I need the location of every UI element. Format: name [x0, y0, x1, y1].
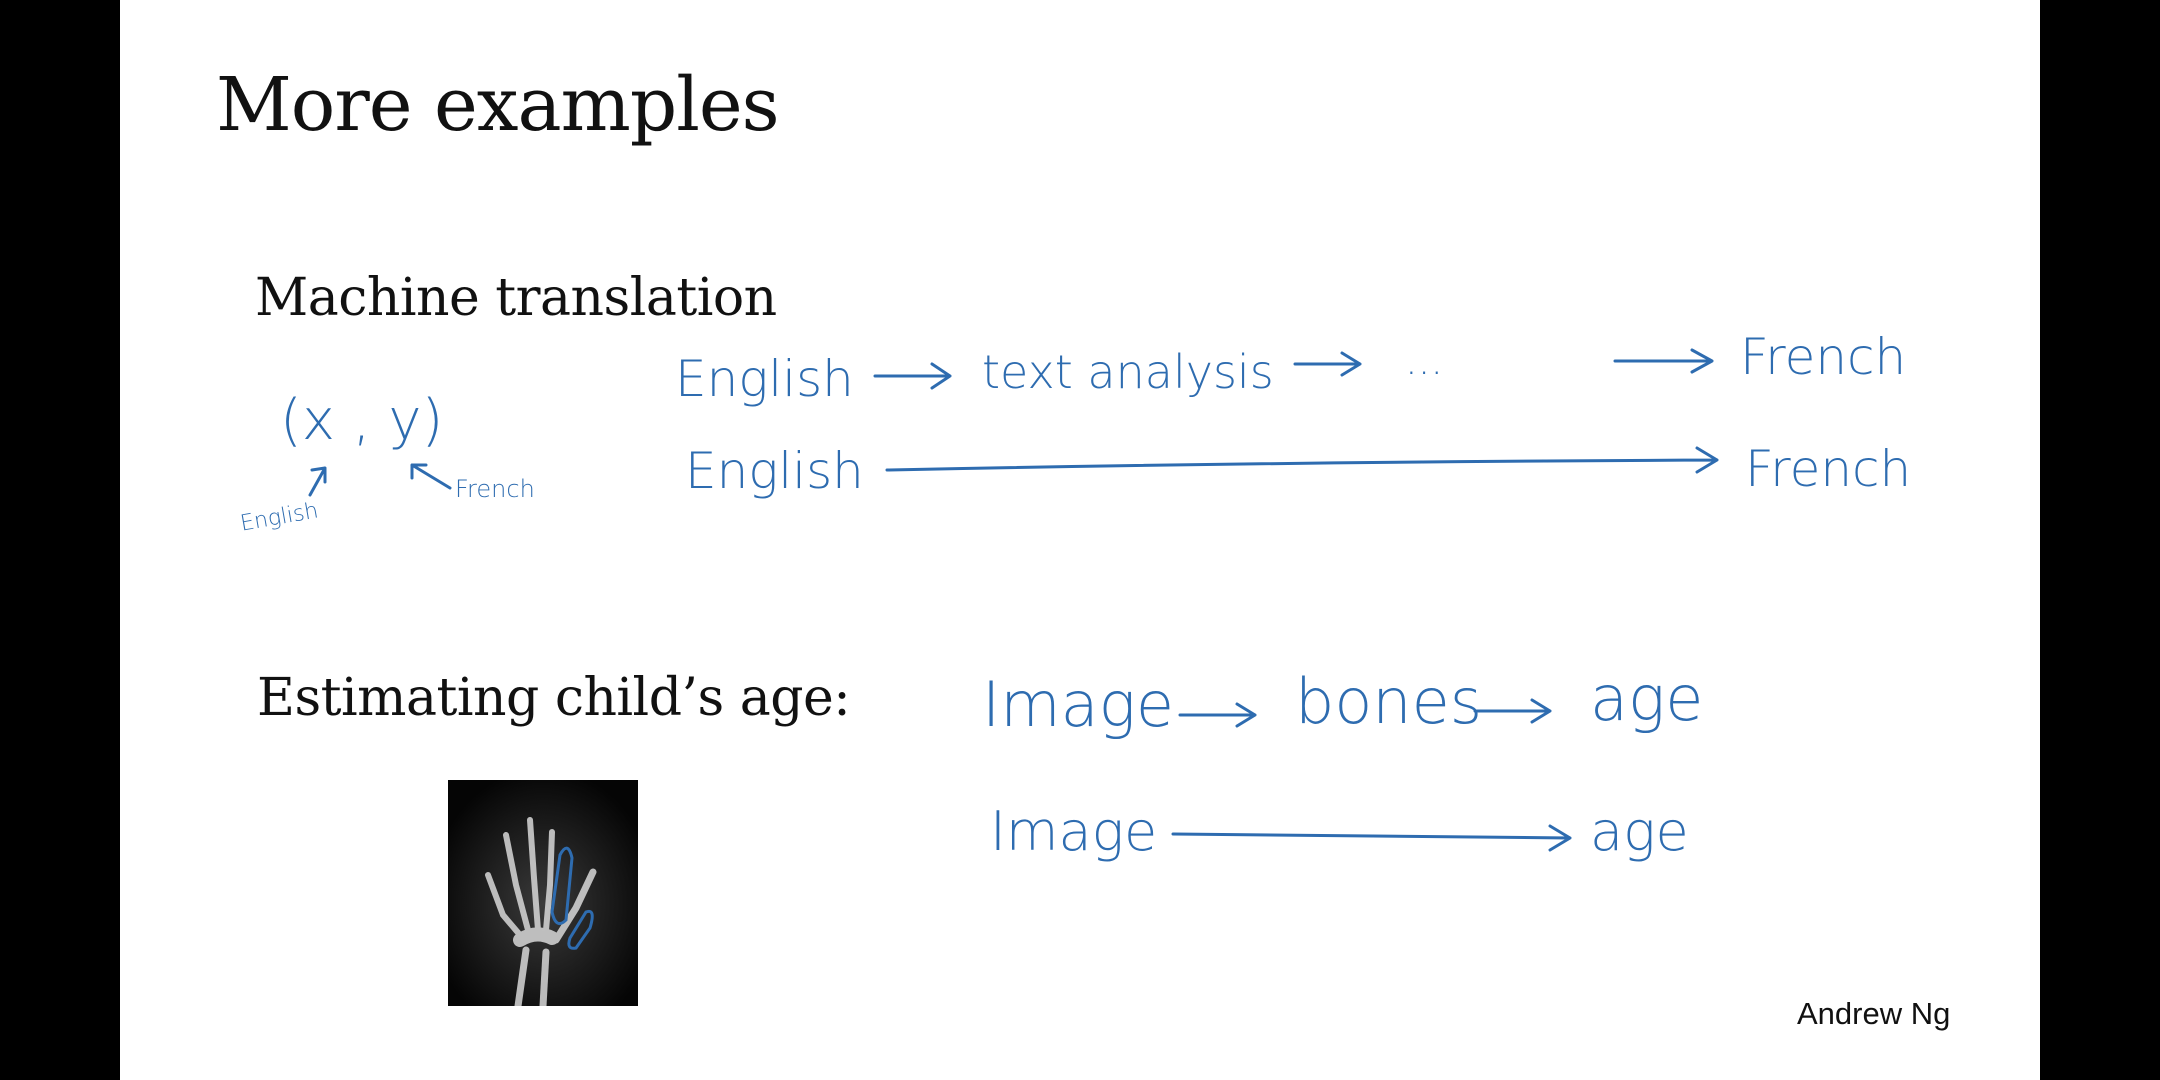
ink-strokes	[308, 348, 1719, 852]
mt-end-to-end-output: French	[1745, 440, 1912, 498]
slide-title: More examples	[216, 62, 780, 148]
age-end-to-end-output: age	[1590, 800, 1689, 863]
machine-translation-heading: Machine translation	[255, 268, 777, 328]
author-credit: Andrew Ng	[1797, 996, 1951, 1031]
mt-pipeline-step-4: French	[1740, 328, 1907, 386]
y-annotation-arrow	[410, 463, 452, 490]
age-end-to-end-input: Image	[990, 800, 1158, 863]
age-pipeline-step-2: bones	[1295, 665, 1483, 738]
hand-xray-image	[448, 780, 638, 1010]
age-pipeline-step-3: age	[1590, 662, 1704, 735]
mt-end-to-end-input: English	[685, 442, 864, 500]
age-pipeline-step-1: Image	[982, 668, 1175, 741]
age-arrow-2	[1473, 698, 1552, 724]
age-end-to-end-arrow	[1171, 824, 1572, 852]
mt-pipeline-step-1: English	[675, 350, 854, 408]
mt-arrow-2	[1293, 351, 1362, 377]
mt-pipeline-step-3: ...	[1405, 338, 1444, 384]
pair-notation: (x , y)	[280, 388, 444, 453]
mt-arrow-1	[873, 362, 952, 390]
x-annotation-arrow	[308, 466, 327, 497]
mt-pipeline-step-2: text analysis	[982, 345, 1274, 399]
mt-end-to-end-arrow	[885, 446, 1719, 474]
age-arrow-1	[1178, 702, 1257, 728]
mt-arrow-3	[1613, 348, 1714, 374]
y-annotation: French	[455, 475, 535, 503]
slide: More examples Machine translation (x , y…	[120, 0, 2040, 1080]
child-age-heading: Estimating child’s age:	[257, 668, 851, 728]
